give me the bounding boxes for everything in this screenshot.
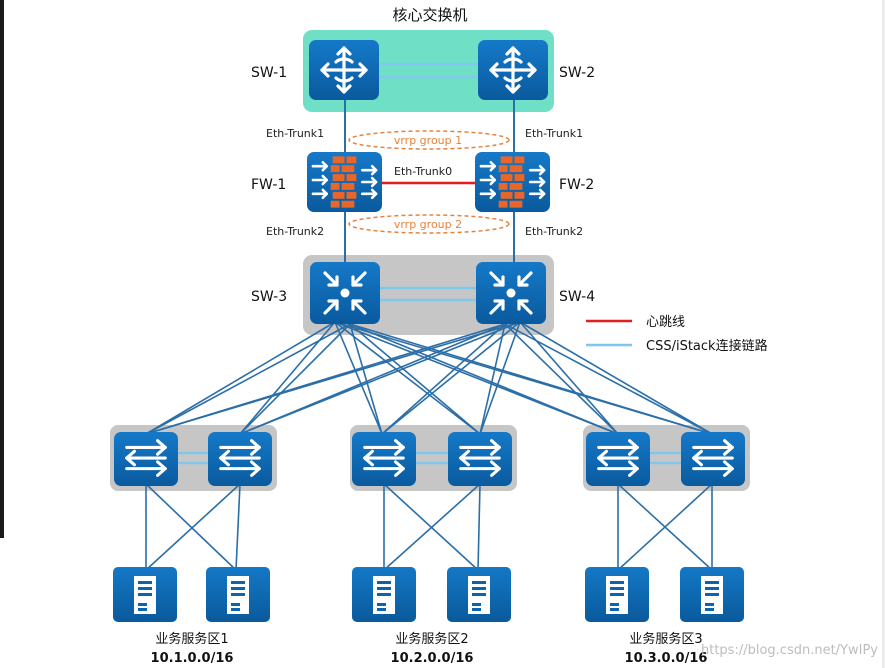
watermark: https://blog.csdn.net/YwIPy xyxy=(701,643,878,658)
uplink-lines xyxy=(344,99,515,262)
server[interactable] xyxy=(206,567,270,622)
fw2-device[interactable] xyxy=(475,152,550,212)
zone-1-subnet: 10.1.0.0/16 xyxy=(151,651,234,666)
eth-trunk2-left-label: Eth-Trunk2 xyxy=(266,225,324,238)
css-link-access-2 xyxy=(416,451,452,465)
sw4-device[interactable] xyxy=(476,262,546,324)
sw1-label: SW-1 xyxy=(251,65,287,81)
sw4-label: SW-4 xyxy=(559,289,595,305)
css-link-core xyxy=(378,62,478,79)
access-switch[interactable] xyxy=(681,432,745,486)
server[interactable] xyxy=(352,567,416,622)
css-link-access-1 xyxy=(176,451,212,465)
diagram-title: 核心交换机 xyxy=(392,6,467,24)
access-switch[interactable] xyxy=(586,432,650,486)
server[interactable] xyxy=(585,567,649,622)
server[interactable] xyxy=(113,567,177,622)
eth-trunk0-label: Eth-Trunk0 xyxy=(394,165,452,178)
sw3-label: SW-3 xyxy=(251,289,287,305)
eth-trunk2-right-label: Eth-Trunk2 xyxy=(525,225,583,238)
access-switch[interactable] xyxy=(208,432,272,486)
eth-trunk1-left-label: Eth-Trunk1 xyxy=(266,127,324,140)
vrrp-group-1-label: vrrp group 1 xyxy=(394,134,462,147)
fw1-device[interactable] xyxy=(307,152,382,212)
zone-3-subnet: 10.3.0.0/16 xyxy=(625,651,708,666)
legend-css-label: CSS/iStack连接链路 xyxy=(646,338,768,354)
zone-2-subnet: 10.2.0.0/16 xyxy=(391,651,474,666)
aggregation-to-access-links xyxy=(145,321,713,435)
right-edge-bar xyxy=(882,0,885,668)
css-link-aggregation xyxy=(378,286,478,302)
eth-trunk1-right-label: Eth-Trunk1 xyxy=(525,127,583,140)
vrrp-group-2-ellipse xyxy=(348,214,510,234)
server[interactable] xyxy=(680,567,744,622)
zone-1-name: 业务服务区1 xyxy=(155,631,228,647)
vrrp-group-1-ellipse xyxy=(348,130,510,150)
legend-heartbeat-label: 心跳线 xyxy=(646,315,685,330)
access-switch[interactable] xyxy=(352,432,416,486)
vrrp-group-2-label: vrrp group 2 xyxy=(394,218,462,231)
server[interactable] xyxy=(447,567,511,622)
sw3-device[interactable] xyxy=(310,262,380,324)
zone-2-name: 业务服务区2 xyxy=(395,631,468,647)
access-to-server-links xyxy=(145,483,713,571)
fw1-label: FW-1 xyxy=(251,177,286,193)
sw2-device[interactable] xyxy=(478,40,548,100)
access-switch[interactable] xyxy=(448,432,512,486)
legend: 心跳线 CSS/iStack连接链路 xyxy=(586,315,768,354)
sw1-device[interactable] xyxy=(309,40,379,100)
access-switch[interactable] xyxy=(114,432,178,486)
sw2-label: SW-2 xyxy=(559,65,595,81)
left-edge-bar xyxy=(0,0,4,538)
css-link-access-3 xyxy=(649,451,685,465)
zone-3-name: 业务服务区3 xyxy=(629,631,702,647)
fw2-label: FW-2 xyxy=(559,177,594,193)
